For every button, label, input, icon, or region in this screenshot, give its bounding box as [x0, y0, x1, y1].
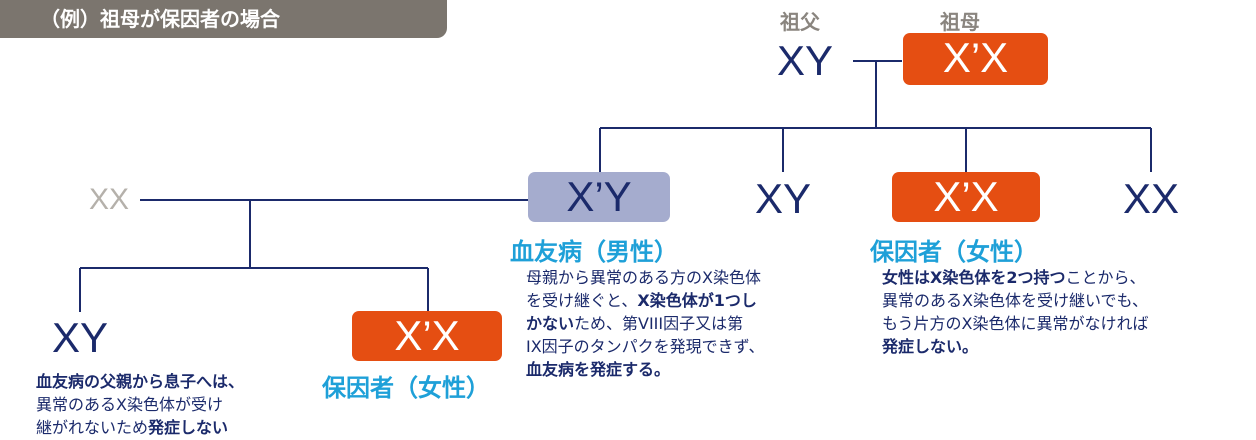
carrier-female-heading: 保因者（女性）	[870, 238, 1038, 266]
grandson-genotype: XY	[51, 314, 109, 361]
carrier-female-description: 女性はX染色体を2つ持つことから、 異常のあるX染色体を受け継いでも、 もう片方…	[882, 268, 1149, 356]
spouse-genotype: XX	[88, 183, 130, 216]
grandmother-genotype: X’X	[903, 33, 1048, 85]
son-affected-genotype: X’Y	[528, 172, 670, 222]
granddaughter-heading: 保因者（女性）	[322, 374, 490, 402]
granddaughter-genotype: X’X	[352, 311, 502, 361]
daughter-normal-genotype: XX	[1122, 175, 1180, 222]
hemophilia-male-description: 母親から異常のある方のX染色体 を受け継ぐと、X染色体が1つし かないため、第V…	[526, 268, 765, 379]
diagram-title: （例）祖母が保因者の場合	[0, 0, 447, 38]
daughter-carrier-genotype: X’X	[892, 172, 1040, 222]
grandson-description: 血友病の父親から息子へは、 異常のあるX染色体が受け 継がれないため発症しない	[36, 372, 245, 437]
grandfather-label: 祖父	[780, 10, 820, 34]
grandmother-label: 祖母	[940, 10, 980, 34]
son-normal-genotype: XY	[754, 175, 812, 222]
grandfather-genotype: XY	[776, 37, 834, 84]
hemophilia-male-heading: 血友病（男性）	[510, 238, 678, 266]
